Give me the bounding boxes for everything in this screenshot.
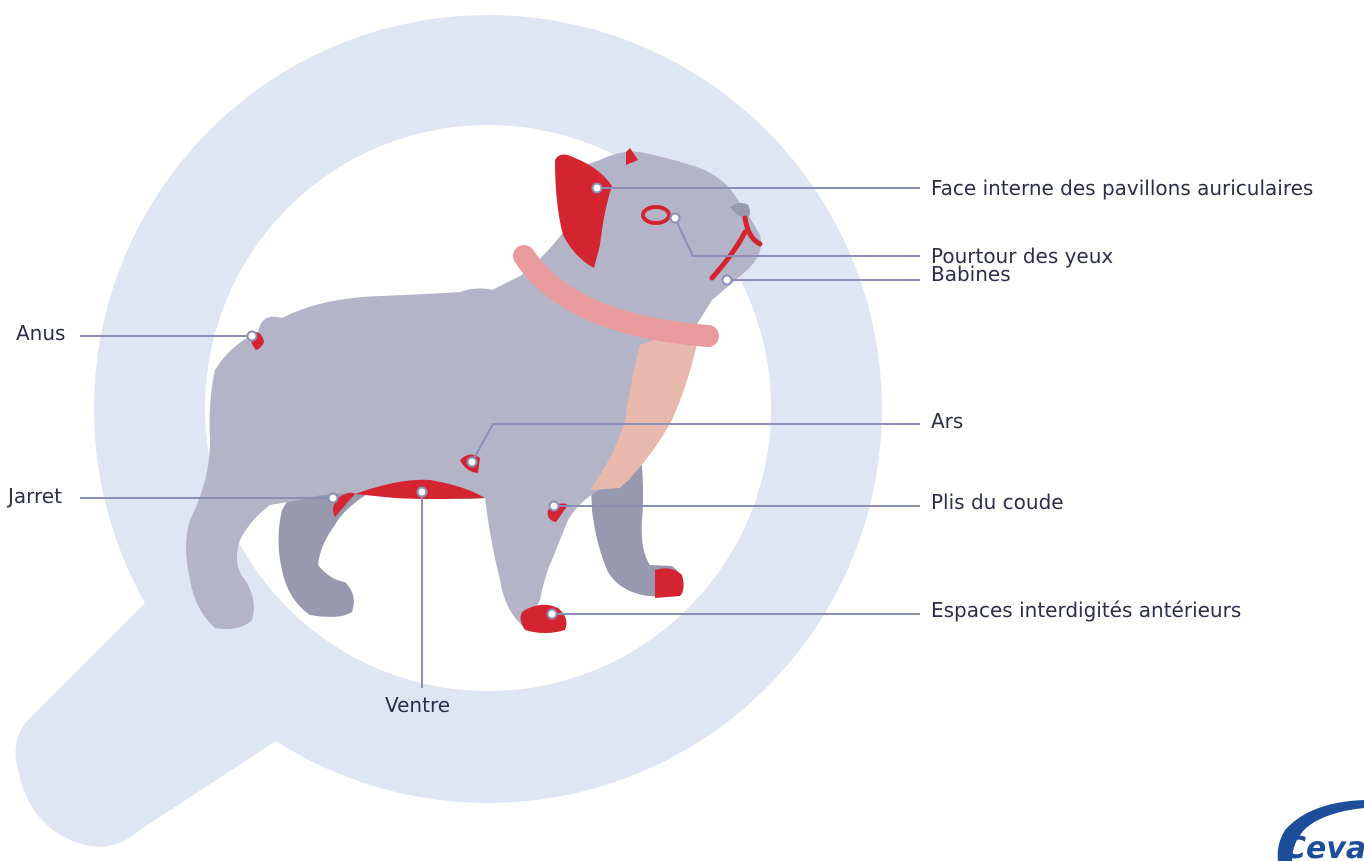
marker-anus xyxy=(248,332,257,341)
label-espaces-interdigites: Espaces interdigités antérieurs xyxy=(931,598,1241,622)
label-jarret: Jarret xyxy=(8,484,62,508)
marker-plis-coude xyxy=(550,502,559,511)
marker-jarret xyxy=(329,494,338,503)
marker-ventre xyxy=(418,488,427,497)
label-ventre: Ventre xyxy=(385,693,450,717)
label-ars: Ars xyxy=(931,409,963,433)
dog-front-paw-area xyxy=(521,605,567,633)
label-babines: Babines xyxy=(931,262,1011,286)
marker-espaces xyxy=(548,610,557,619)
marker-pourtour-yeux xyxy=(671,214,680,223)
label-anus: Anus xyxy=(16,321,65,345)
ceva-logo-text: Ceva xyxy=(1284,831,1364,861)
dog-far-front-paw-area xyxy=(655,568,684,598)
label-plis-coude: Plis du coude xyxy=(931,490,1064,514)
marker-face-interne xyxy=(593,184,602,193)
marker-babines xyxy=(723,276,732,285)
marker-ars xyxy=(468,458,477,467)
ceva-logo: Ceva xyxy=(1278,800,1364,861)
label-face-interne: Face interne des pavillons auriculaires xyxy=(931,176,1313,200)
